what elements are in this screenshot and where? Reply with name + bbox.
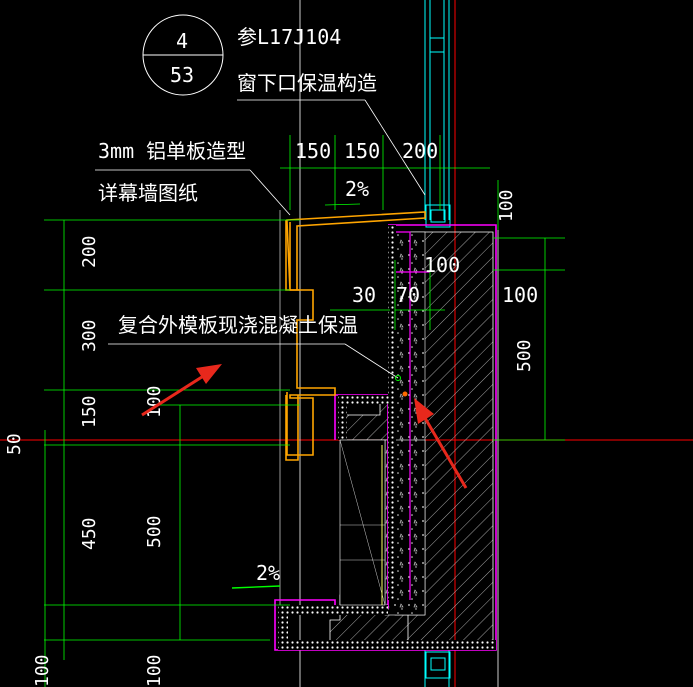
dim-right-500: 500 xyxy=(514,339,535,372)
dim-left-100: 100 xyxy=(32,654,53,687)
dim-inner-500: 500 xyxy=(144,515,165,548)
callout-detail-number: 4 xyxy=(176,29,188,53)
dim-mid-70: 70 xyxy=(396,283,420,307)
dim-left-50: 50 xyxy=(4,433,25,455)
detail-callout xyxy=(142,14,224,96)
window-frame-bottom xyxy=(424,650,451,687)
red-arrow-right xyxy=(414,398,468,489)
insulation-band xyxy=(278,640,496,650)
note-panel-ref: 详幕墙图纸 xyxy=(98,181,198,205)
aluminium-panel xyxy=(286,211,426,456)
dim-mid-30: 30 xyxy=(352,283,376,307)
dim-left-450: 450 xyxy=(79,517,100,550)
callout-sheet-number: 53 xyxy=(170,63,194,87)
red-arrow-left xyxy=(141,364,222,417)
reference-leader xyxy=(364,99,426,196)
dim-right-100-top: 100 xyxy=(496,189,517,222)
note-insulation-leader xyxy=(344,343,399,379)
panel-leader xyxy=(249,169,291,216)
dim-right-100: 100 xyxy=(502,283,538,307)
insulation-band xyxy=(278,605,388,615)
window-frame-top xyxy=(424,0,451,228)
dim-top-200: 200 xyxy=(402,139,438,163)
dim-top-150b: 150 xyxy=(344,139,380,163)
dim-left-200: 200 xyxy=(79,235,100,268)
dimension-right xyxy=(330,180,565,441)
dim-mid-100: 100 xyxy=(424,253,460,277)
note-insulation: 复合外模板现浇混凝土保温 xyxy=(118,313,358,337)
insulation-band xyxy=(338,395,347,440)
callout-reference: 参L17J104 xyxy=(237,25,341,49)
dimension-top xyxy=(280,135,490,210)
callout-description: 窗下口保温构造 xyxy=(237,71,377,95)
dim-inner-100-bottom: 100 xyxy=(144,654,165,687)
sill-diag xyxy=(339,439,386,606)
slope-arrow-bottom xyxy=(231,585,281,589)
marker-dot xyxy=(402,391,408,397)
dim-left-300: 300 xyxy=(79,319,100,352)
dim-top-150a: 150 xyxy=(295,139,331,163)
marker-dot xyxy=(395,375,401,381)
insulation-band xyxy=(388,225,396,600)
insulation-band xyxy=(338,395,390,404)
dim-slope-top: 2% xyxy=(345,177,369,201)
dim-slope-bottom: 2% xyxy=(256,561,280,585)
dim-left-150: 150 xyxy=(79,395,100,428)
insulation-band xyxy=(278,605,288,650)
dimension-left xyxy=(44,219,300,687)
note-panel: 3mm 铝单板造型 xyxy=(98,139,246,163)
